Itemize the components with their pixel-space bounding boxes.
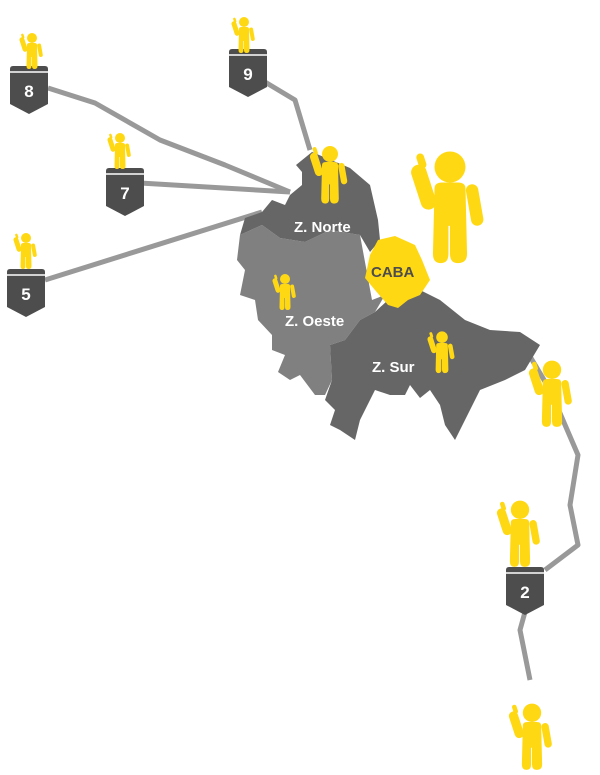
route-shields: 8 9 7 5 2 (6, 48, 545, 616)
zone-label-caba: CABA (371, 264, 414, 281)
zone-label-norte: Z. Norte (294, 219, 351, 236)
zones (237, 152, 540, 440)
route-number: 9 (243, 65, 252, 84)
route-shield-5[interactable]: 5 (6, 268, 46, 318)
route-shield-8[interactable]: 8 (9, 65, 49, 115)
person-waving-icon (18, 33, 44, 69)
person-waving-icon (527, 360, 573, 427)
person-waving-icon (12, 233, 38, 269)
route-line-8 (47, 85, 291, 195)
route-number: 8 (24, 82, 33, 101)
route-number: 2 (520, 583, 529, 602)
zone-label-oeste: Z. Oeste (285, 313, 344, 330)
route-shield-7[interactable]: 7 (105, 167, 145, 217)
zone-caba (365, 236, 430, 308)
person-waving-icon (495, 500, 541, 567)
route-number: 7 (120, 184, 129, 203)
zone-oeste (237, 225, 385, 395)
route-line-7 (139, 180, 291, 195)
route-line-9 (263, 79, 313, 151)
person-waving-icon (106, 133, 132, 169)
route-number: 5 (21, 285, 30, 304)
zone-sur (325, 285, 540, 440)
route-shield-9[interactable]: 9 (228, 48, 268, 98)
person-waving-icon (507, 703, 553, 770)
route-line-2-south (517, 611, 533, 681)
route-shield-2[interactable]: 2 (505, 566, 545, 616)
person-waving-icon (230, 17, 256, 53)
people (12, 17, 573, 770)
route-line-5 (44, 209, 263, 283)
zone-label-sur: Z. Sur (372, 359, 415, 376)
person-waving-icon (409, 151, 485, 264)
